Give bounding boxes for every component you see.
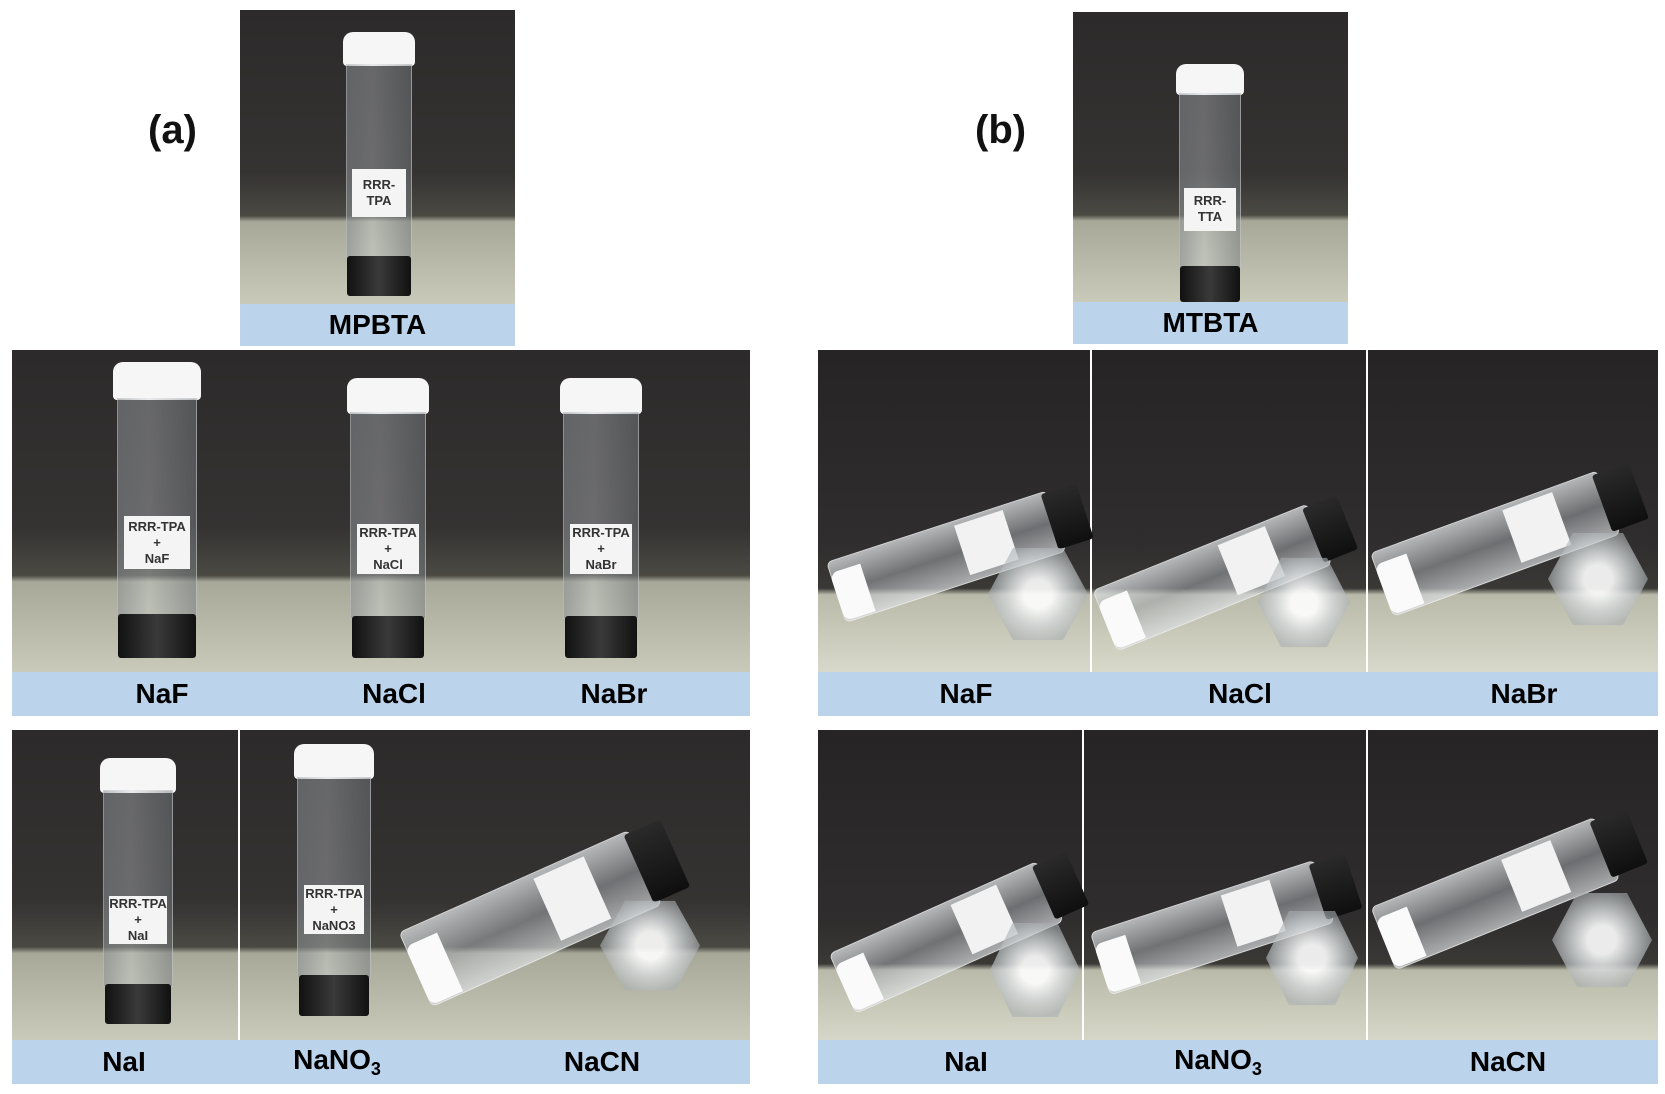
caption-a-row1: NaF NaCl NaBr <box>12 672 750 716</box>
caption-nacl: NaCl <box>1208 678 1272 709</box>
panel-a-letter: (a) <box>148 108 197 152</box>
caption-a-row2: NaI NaNO3 NaCN <box>12 1040 750 1084</box>
caption-naf: NaF <box>135 678 189 709</box>
photo-a-row1: RRR-TPA+NaF RRR-TPA+NaCl RRR-TPA+NaBr <box>12 350 750 672</box>
caption-mpbta: MPBTA <box>240 304 515 346</box>
caption-nano3: NaNO3 <box>293 1044 381 1079</box>
hex-cap <box>1266 911 1358 1005</box>
photo-mtbta: RRR-TTA <box>1073 12 1348 302</box>
panel-b-letter: (b) <box>975 108 1027 152</box>
vial-upright: RRR-TPA+NaI <box>100 758 176 1024</box>
photo-mpbta: RRR-TPA <box>240 10 515 304</box>
vial-label: RRR-TTA <box>1184 187 1236 231</box>
vial-upright: RRR-TPA+NaNO3 <box>294 744 374 1016</box>
vial-label: RRR-TPA+NaBr <box>569 523 633 574</box>
vial-label: RRR-TPA+NaNO3 <box>303 885 365 935</box>
caption-mtbta: MTBTA <box>1073 302 1348 344</box>
vial-upright: RRR-TPA+NaBr <box>560 378 642 658</box>
caption-nacl: NaCl <box>362 678 426 709</box>
caption-nabr: NaBr <box>1490 678 1558 709</box>
photo-b-row1 <box>818 350 1658 672</box>
vial-upright: RRR-TTA <box>1176 64 1244 302</box>
caption-b-row1: NaF NaCl NaBr <box>818 672 1658 716</box>
caption-nabr: NaBr <box>580 678 648 709</box>
hex-cap <box>600 900 700 991</box>
caption-b-row2: NaI NaNO3 NaCN <box>818 1040 1658 1084</box>
photo-a-row2: RRR-TPA+NaI RRR-TPA+NaNO3 <box>12 730 750 1040</box>
caption-naf: NaF <box>939 678 993 709</box>
vial-label: RRR-TPA <box>351 169 407 217</box>
caption-nano3: NaNO3 <box>1174 1044 1262 1079</box>
photo-b-row2 <box>818 730 1658 1046</box>
hex-cap <box>1258 557 1350 648</box>
vial-label: RRR-TPA+NaF <box>123 515 191 570</box>
vial-label: RRR-TPA+NaI <box>109 896 167 945</box>
caption-nacn: NaCN <box>1469 1046 1547 1077</box>
caption-nacn: NaCN <box>563 1046 641 1077</box>
vial-upright: RRR-TPA <box>343 32 415 296</box>
vial-upright: RRR-TPA+NaF <box>113 362 201 658</box>
caption-nai: NaI <box>102 1046 146 1077</box>
vial-label: RRR-TPA+NaCl <box>356 523 420 574</box>
hex-cap <box>1552 893 1652 987</box>
hex-cap <box>990 923 1080 1017</box>
vial-upright: RRR-TPA+NaCl <box>347 378 429 658</box>
caption-nai: NaI <box>944 1046 988 1077</box>
